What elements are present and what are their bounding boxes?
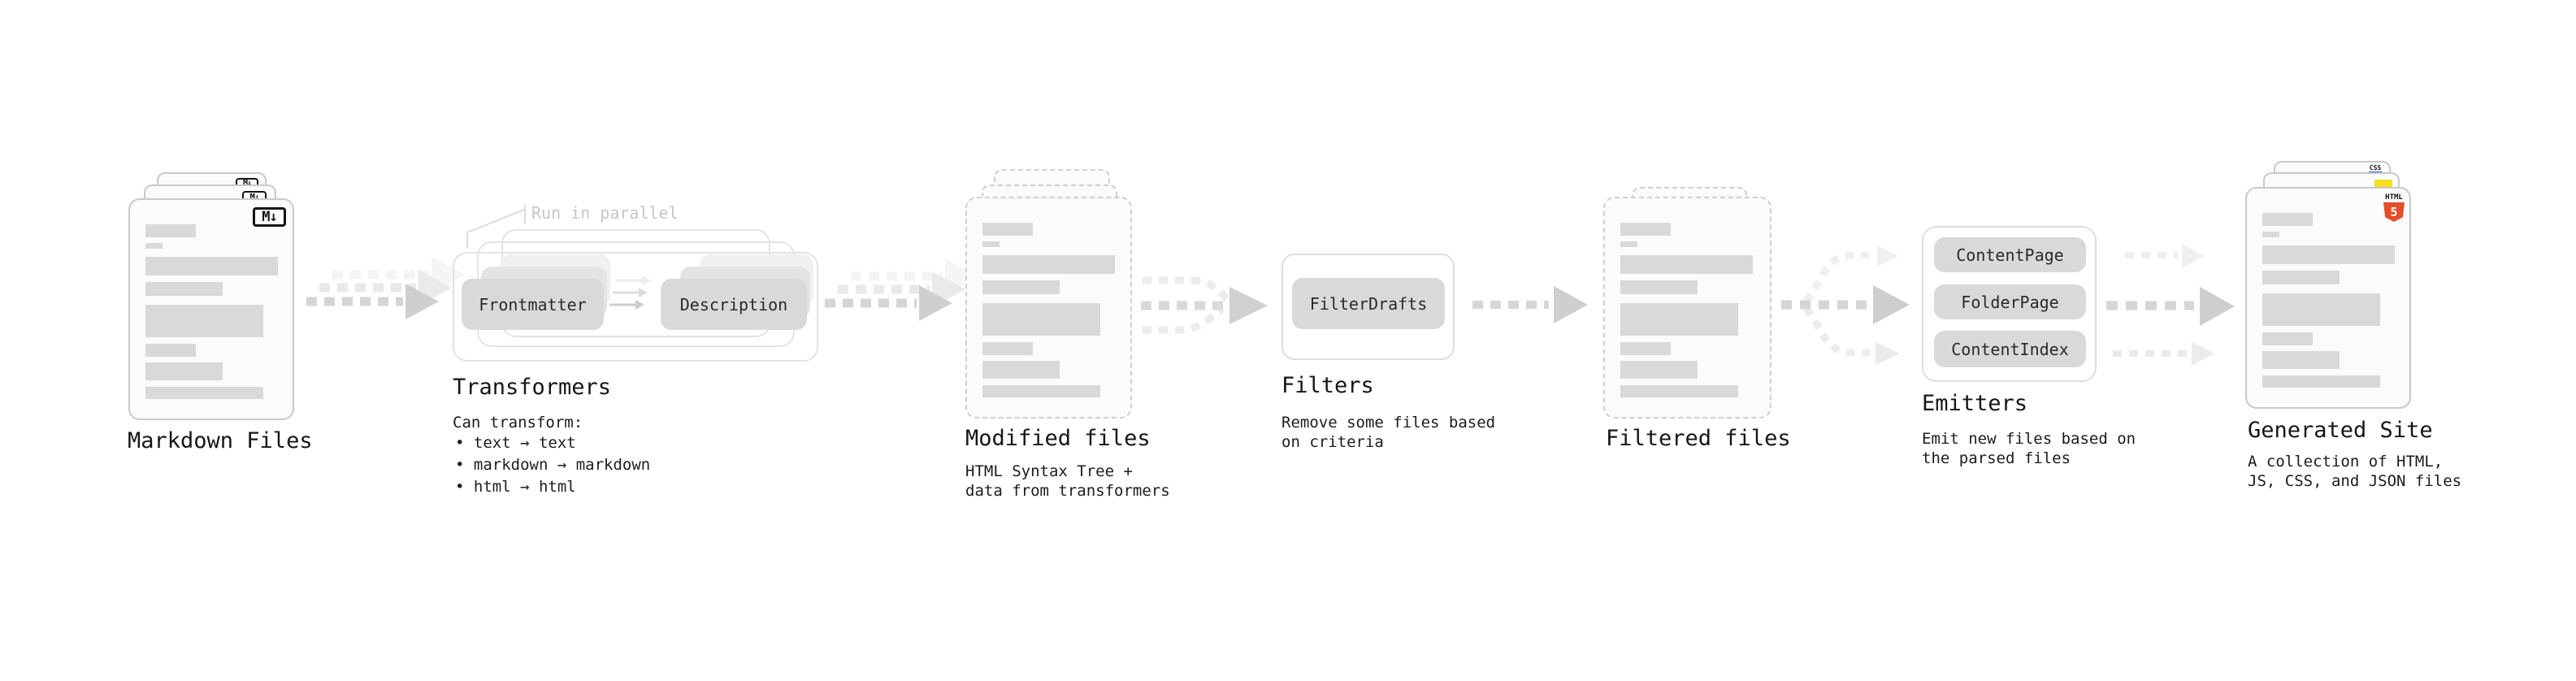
js-badge [2374, 180, 2392, 187]
arrow-transformers-to-modified [825, 258, 978, 321]
doc-text-bar [2262, 351, 2340, 369]
filtered-files-label: Filtered files [1606, 426, 1791, 451]
filters-desc: Remove some files based on criteria [1281, 414, 1496, 451]
emitters-label: Emitters [1922, 391, 2028, 416]
doc-text-bar [2262, 245, 2395, 264]
doc-text-bar [982, 223, 1033, 236]
transformer-parallel-arrows [609, 275, 651, 310]
doc-text-bar [2262, 213, 2313, 226]
generated-site-label: Generated Site [2248, 418, 2433, 443]
markdown-icon: M↓ [253, 207, 286, 227]
css-badge-label: CSS [2369, 164, 2382, 171]
modified-files-desc: HTML Syntax Tree + data from transformer… [965, 462, 1170, 500]
filters-label: Filters [1281, 373, 1374, 398]
transform-bullet: • markdown → markdown [455, 456, 651, 474]
markdown-files-label: Markdown Files [128, 428, 313, 453]
doc-text-bar [2262, 293, 2381, 326]
doc-text-bar [1620, 223, 1671, 236]
html5-icon-label: HTML [2385, 193, 2403, 202]
doc-text-bar [1620, 280, 1698, 294]
transform-bullet: • html → html [455, 478, 576, 496]
doc-text-bar [145, 224, 196, 237]
description-node: Description [661, 279, 807, 330]
arrow-emitters-to-generated [2106, 244, 2235, 366]
html5-shield: 5 [2383, 202, 2405, 222]
doc-text-bar [2262, 271, 2340, 284]
transformers-desc-intro: Can transform: [453, 414, 583, 432]
markdown-file-card: M↓ [128, 198, 294, 420]
generated-card-html: HTML 5 [2245, 187, 2411, 409]
doc-text-bar [2262, 375, 2381, 388]
doc-text-bars [1620, 223, 1753, 397]
doc-text-bar [145, 282, 223, 296]
arrow-filters-to-filtered [1472, 286, 1588, 323]
doc-text-bar [145, 344, 196, 357]
doc-text-bar [982, 385, 1101, 397]
arrow-markdown-to-transformers [306, 257, 465, 319]
doc-text-bar [2262, 232, 2280, 237]
transformers-label: Transformers [453, 375, 612, 400]
doc-text-bar [1620, 255, 1753, 274]
doc-text-bars [145, 224, 278, 399]
doc-text-bar [2262, 332, 2313, 345]
doc-text-bar [145, 257, 278, 275]
doc-text-bar [982, 361, 1060, 379]
doc-text-bar [145, 387, 264, 399]
doc-text-bar [982, 342, 1033, 355]
doc-text-bar [982, 241, 1000, 247]
doc-text-bar [982, 280, 1060, 294]
arrow-filtered-to-emitters [1781, 245, 1910, 365]
doc-text-bars [2262, 213, 2395, 388]
doc-text-bar [1620, 241, 1638, 247]
filterdrafts-node: FilterDrafts [1292, 278, 1445, 329]
doc-text-bar [1620, 303, 1739, 336]
doc-text-bar [145, 362, 223, 380]
contentindex-node: ContentIndex [1934, 331, 2086, 367]
filtered-file-card [1603, 197, 1772, 419]
generated-site-desc: A collection of HTML, JS, CSS, and JSON … [2248, 453, 2462, 490]
frontmatter-node: Frontmatter [462, 279, 604, 330]
doc-text-bar [145, 243, 163, 249]
transformers-bullet-list: • text → text • markdown → markdown • ht… [455, 432, 650, 498]
run-in-parallel-note: Run in parallel [531, 203, 679, 223]
doc-text-bar [982, 303, 1101, 336]
modified-files-label: Modified files [965, 426, 1151, 451]
transform-bullet: • text → text [455, 434, 576, 452]
contentpage-node: ContentPage [1934, 237, 2086, 272]
folderpage-node: FolderPage [1934, 284, 2086, 319]
run-parallel-leader-line [466, 205, 526, 249]
doc-text-bar [1620, 385, 1739, 397]
doc-text-bars [982, 223, 1115, 397]
doc-text-bar [1620, 342, 1671, 355]
doc-text-bar [145, 305, 264, 337]
arrow-modified-to-filters [1141, 276, 1268, 334]
emitters-desc: Emit new files based on the parsed files [1922, 430, 2136, 467]
doc-text-bar [1620, 361, 1698, 379]
modified-file-card [965, 197, 1132, 419]
transformers-panel-front [453, 252, 818, 362]
doc-text-bar [982, 255, 1115, 274]
html5-icon: HTML 5 [2383, 193, 2405, 222]
